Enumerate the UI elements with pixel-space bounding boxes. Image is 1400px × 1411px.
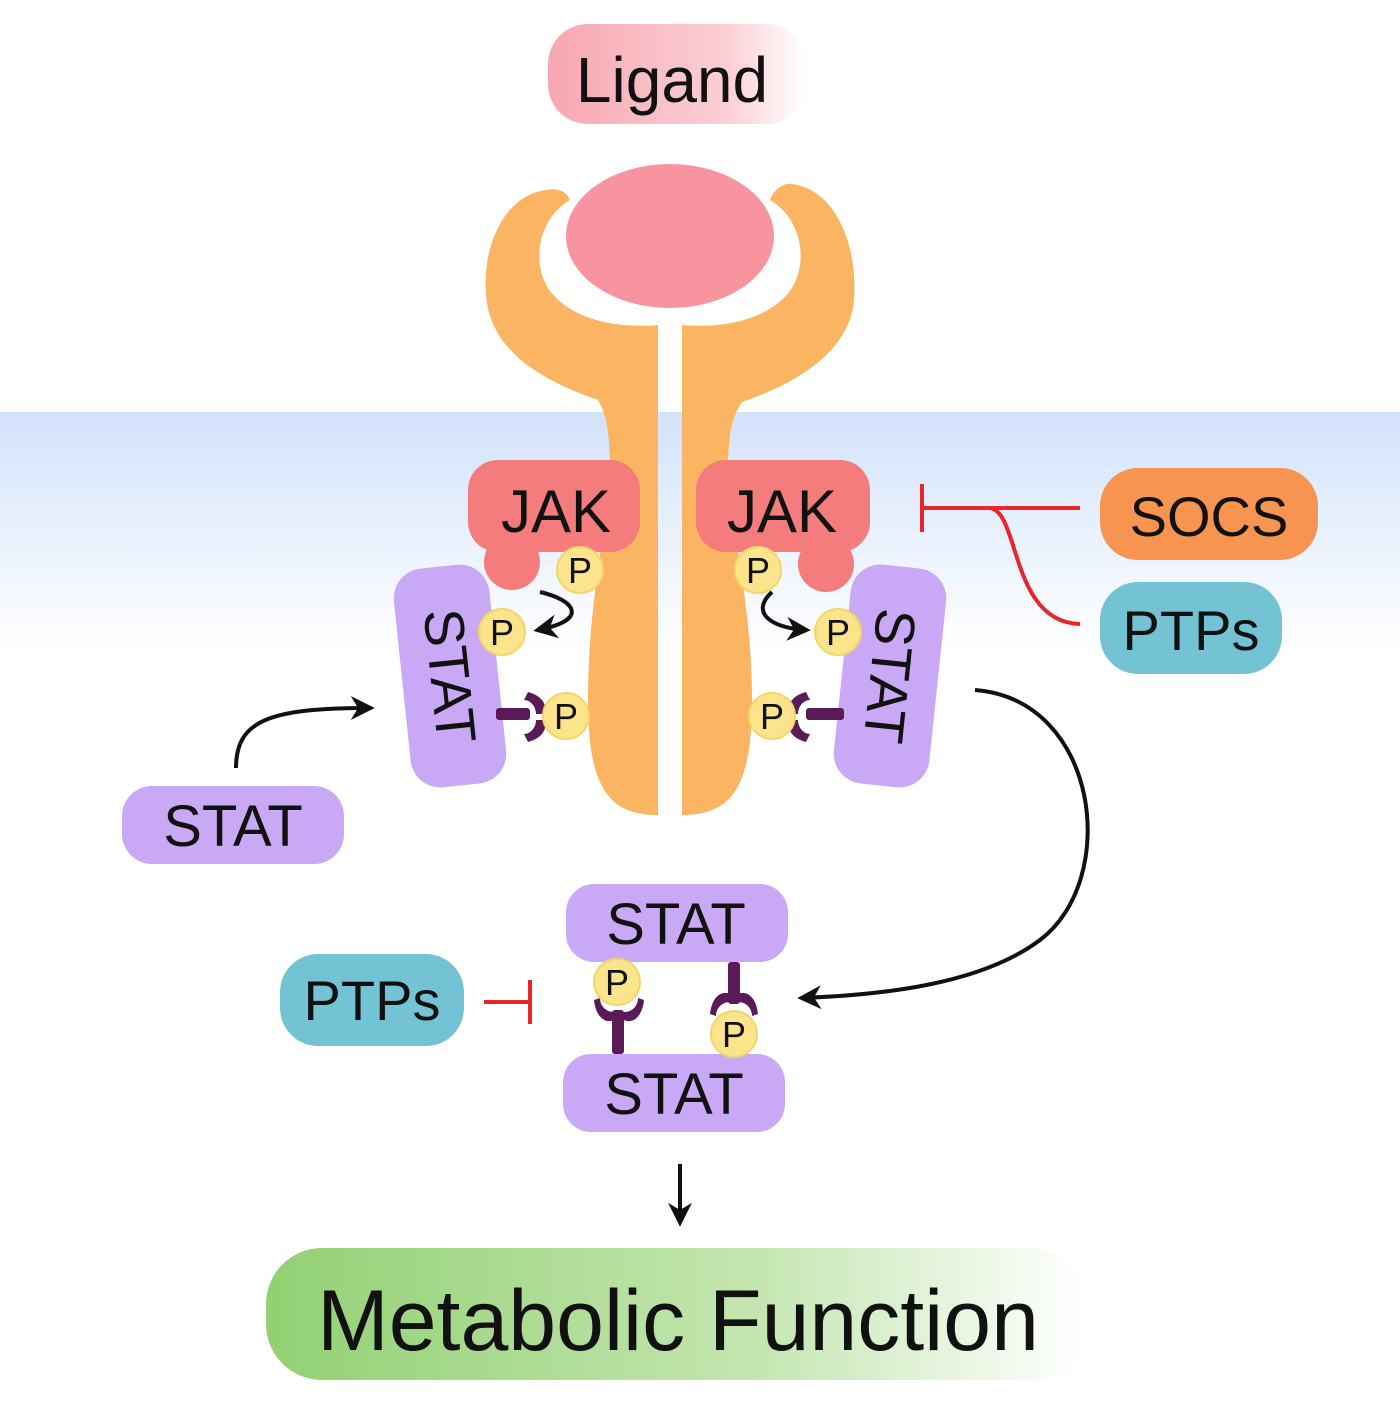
socs-label: SOCS: [1130, 485, 1289, 548]
stat-right: STAT: [833, 564, 947, 788]
stat-dimer-bottom: STAT: [563, 1054, 785, 1132]
inhibition-dimer: [484, 980, 532, 1024]
ligand-label-text: Ligand: [576, 44, 768, 116]
phospho-stat-left: P: [478, 608, 526, 656]
jak-left: JAK: [468, 460, 640, 590]
phospho-label: P: [554, 696, 578, 737]
phospho-jak-right: P: [734, 546, 782, 594]
stat-dimer-top-label: STAT: [606, 892, 746, 957]
phospho-jak-left: P: [556, 546, 604, 594]
phospho-label: P: [722, 1014, 746, 1055]
phosphorylation-arrow-left: [533, 590, 574, 639]
sh2-domain-left: [496, 692, 546, 742]
output-label: Metabolic Function: [317, 1273, 1039, 1369]
phospho-label: P: [826, 612, 850, 653]
stat-right-label: STAT: [852, 606, 929, 747]
ptps-top-label: PTPs: [1123, 599, 1260, 662]
phospho-label: P: [568, 550, 592, 591]
recruitment-arrow: [234, 696, 375, 769]
phospho-receptor-right: P: [748, 692, 796, 740]
ligand-blob: [566, 164, 774, 308]
ptps-badge-top: PTPs: [1100, 582, 1282, 674]
stat-left-label: STAT: [412, 606, 489, 747]
inhibition-jak-right: [920, 484, 1081, 626]
socs-badge: SOCS: [1100, 468, 1318, 560]
phospho-dimer-right: P: [710, 1010, 758, 1058]
phospho-label: P: [490, 612, 514, 653]
output-badge: Metabolic Function: [266, 1248, 1086, 1380]
receptor-chain-left: [485, 189, 658, 816]
stat-free-badge: STAT: [122, 786, 344, 864]
phospho-receptor-left: P: [542, 692, 590, 740]
jak-right: JAK: [696, 460, 870, 592]
phospho-label: P: [746, 550, 770, 591]
jak-right-label: JAK: [727, 478, 837, 545]
phospho-stat-right: P: [814, 608, 862, 656]
phospho-label: P: [605, 962, 629, 1003]
sh2-dimer-right: [710, 962, 758, 1016]
phospho-dimer-left: P: [593, 958, 641, 1006]
phosphorylation-arrow-right: [760, 590, 811, 641]
jak-left-label: JAK: [501, 478, 611, 545]
dimerization-arrow: [797, 688, 1090, 1010]
stat-free-label: STAT: [163, 794, 303, 859]
receptor-chain-right: [682, 183, 855, 815]
sh2-dimer-left: [594, 998, 644, 1054]
ptps-badge-bottom: PTPs: [280, 954, 464, 1046]
stat-dimer-bottom-label: STAT: [604, 1062, 744, 1127]
receptor: [485, 183, 855, 816]
ptps-bottom-label: PTPs: [304, 969, 441, 1032]
phospho-label: P: [760, 696, 784, 737]
ligand-label: Ligand: [548, 24, 806, 124]
stat-left: STAT: [393, 564, 507, 788]
stat-dimer-top: STAT: [566, 884, 788, 962]
